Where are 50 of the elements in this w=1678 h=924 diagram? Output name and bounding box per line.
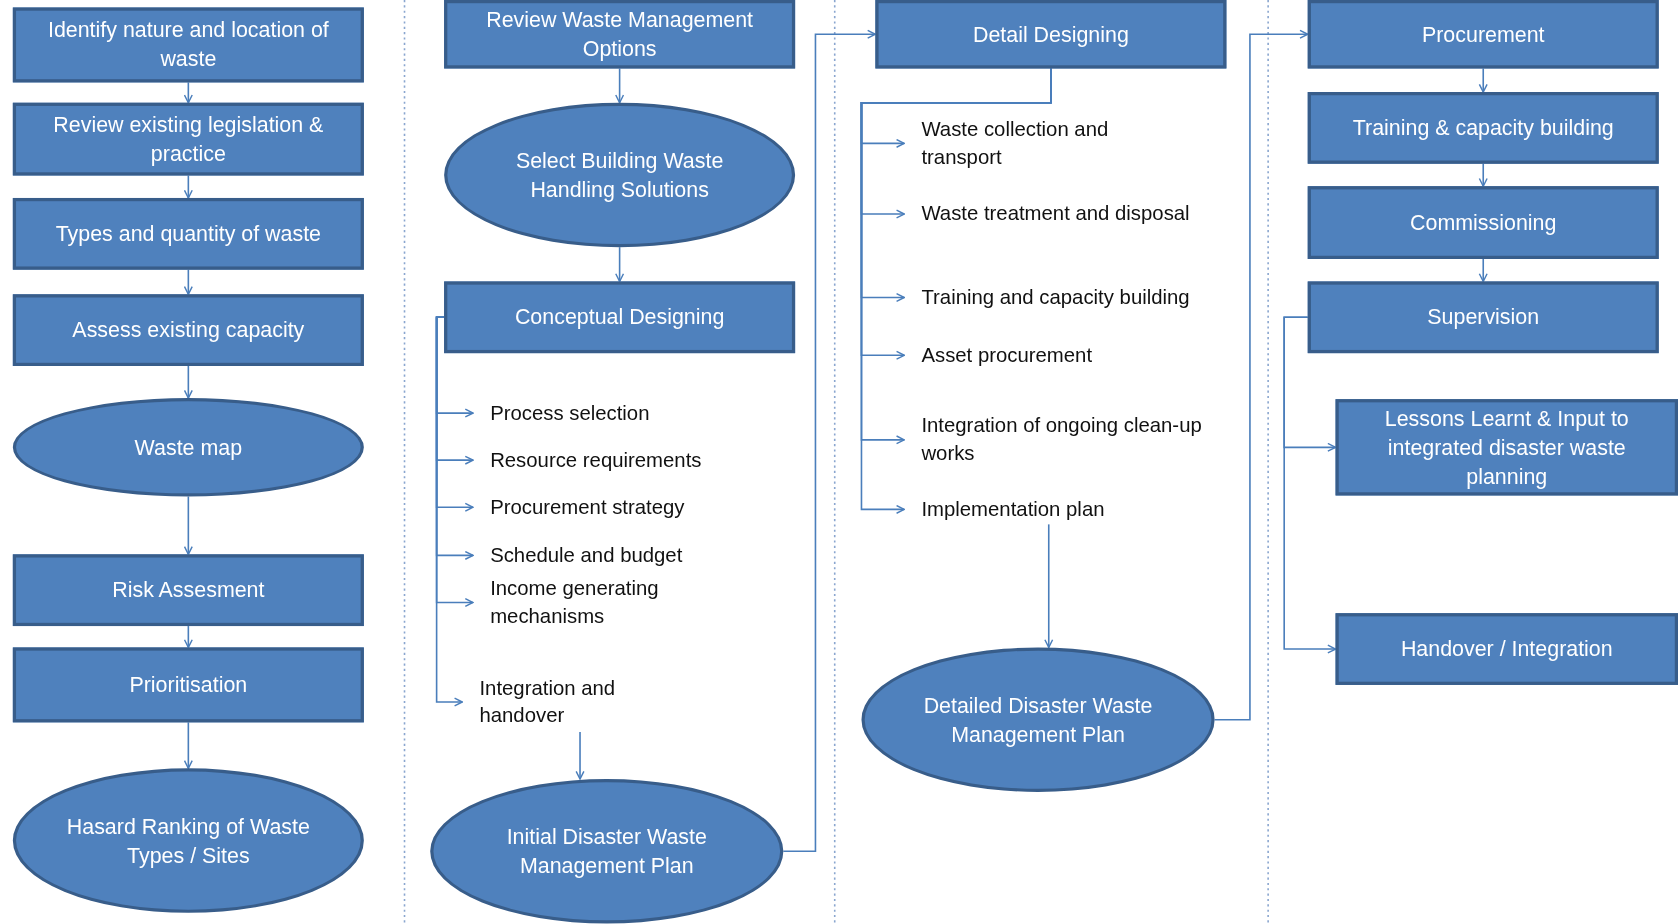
- list-item-text: Integration of ongoing clean-up works: [904, 409, 1204, 470]
- outcome-ellipse: Initial Disaster Waste Management Plan: [430, 779, 784, 924]
- process-box: Prioritisation: [12, 647, 364, 723]
- list-item-text: Integration and handover: [462, 672, 698, 732]
- list-item-text: Waste collection and transport: [904, 113, 1194, 174]
- process-box: Detail Designing: [875, 0, 1227, 69]
- list-item-text: Schedule and budget: [473, 540, 773, 571]
- arrow: [183, 365, 193, 399]
- arrow: [183, 721, 193, 770]
- process-box: Risk Assesment: [12, 554, 364, 627]
- arrow: [1044, 523, 1054, 649]
- outcome-ellipse: Select Building Waste Handling Solutions: [444, 102, 796, 248]
- process-box: Assess existing capacity: [12, 294, 364, 366]
- process-box: Procurement: [1307, 0, 1659, 69]
- arrow: [183, 625, 193, 649]
- process-box: Handover / Integration: [1335, 613, 1678, 685]
- outcome-ellipse: Hasard Ranking of Waste Types / Sites: [12, 768, 364, 913]
- arrow: [183, 495, 193, 556]
- process-box: Conceptual Designing: [444, 281, 796, 354]
- process-box: Review Waste Management Options: [444, 0, 796, 69]
- list-item-text: Resource requirements: [473, 445, 784, 476]
- arrow: [183, 81, 193, 104]
- arrow: [1283, 316, 1337, 654]
- arrow: [1478, 258, 1488, 283]
- process-box: Review existing legislation & practice: [12, 102, 364, 176]
- outcome-ellipse: Waste map: [12, 398, 364, 497]
- arrow: [782, 29, 877, 853]
- arrow: [1478, 67, 1488, 93]
- process-box: Lessons Learnt & Input to integrated disaster waste planning: [1335, 399, 1678, 496]
- arrow: [183, 268, 193, 296]
- arrow: [615, 246, 625, 283]
- arrow: [435, 316, 464, 707]
- process-box: Types and quantity of waste: [12, 198, 364, 270]
- list-item-text: Implementation plan: [904, 494, 1194, 525]
- list-item-text: Training and capacity building: [904, 267, 1194, 328]
- list-item-text: Procurement strategy: [473, 492, 773, 523]
- list-item-text: Income generating mechanisms: [473, 572, 752, 633]
- process-box: Training & capacity building: [1307, 92, 1659, 164]
- arrow: [1213, 29, 1309, 721]
- list-item-text: Process selection: [473, 398, 773, 429]
- arrow: [183, 174, 193, 199]
- list-item-text: Asset procurement: [904, 340, 1194, 371]
- arrow: [575, 731, 585, 780]
- process-box: Identify nature and location of waste: [12, 7, 364, 83]
- list-item-text: Waste treatment and disposal: [904, 184, 1194, 244]
- process-box: Commissioning: [1307, 186, 1659, 259]
- process-box: Supervision: [1307, 281, 1659, 354]
- arrow: [1478, 162, 1488, 187]
- outcome-ellipse: Detailed Disaster Waste Management Plan: [861, 647, 1215, 792]
- arrow: [615, 67, 625, 104]
